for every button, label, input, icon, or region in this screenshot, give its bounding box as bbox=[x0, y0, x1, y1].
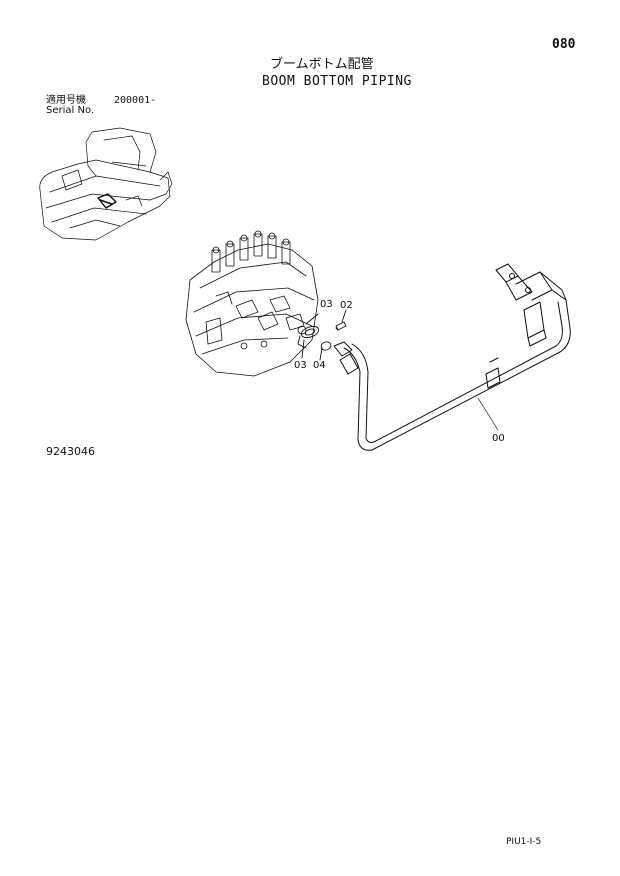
callout-04: 04 bbox=[313, 360, 326, 371]
serial-label-japanese: 適用号機 bbox=[46, 95, 86, 106]
page-number: 080 bbox=[552, 37, 576, 52]
flange-parts-drawing bbox=[297, 309, 347, 361]
machine-locator-sketch bbox=[39, 127, 173, 241]
callout-03-lower: 03 bbox=[294, 360, 307, 371]
serial-label-english: Serial No. bbox=[46, 105, 95, 116]
page-title-japanese: ブームボトム配管 bbox=[270, 57, 374, 72]
page-title-english: BOOM BOTTOM PIPING bbox=[262, 74, 412, 89]
control-valve-drawing bbox=[185, 230, 319, 377]
serial-number-range: 200001- bbox=[114, 95, 157, 106]
callout-02: 02 bbox=[340, 300, 353, 311]
footer-code: PIU1-I-5 bbox=[506, 837, 542, 847]
figure-code: 9243046 bbox=[46, 445, 95, 458]
callout-03-upper: 03 bbox=[320, 299, 333, 310]
boom-bottom-pipe-drawing bbox=[333, 263, 571, 451]
callout-00: 00 bbox=[492, 433, 505, 444]
